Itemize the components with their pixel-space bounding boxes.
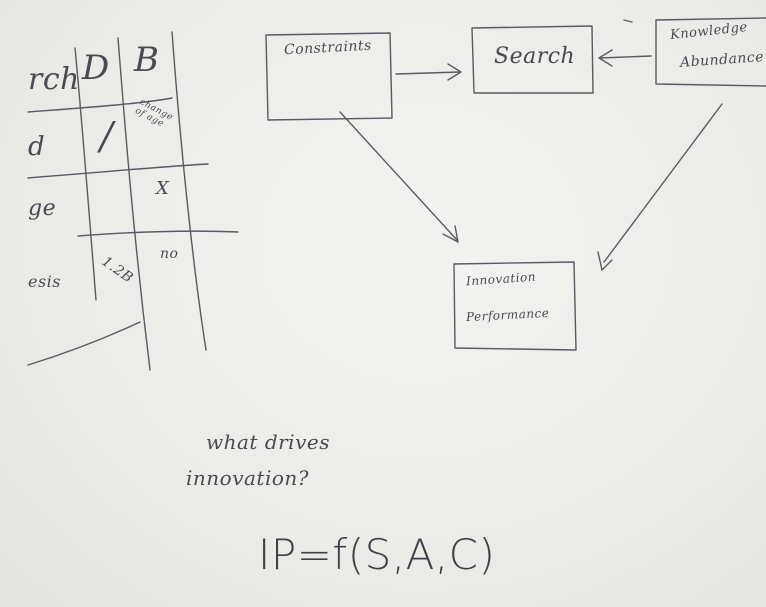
table-header-d: D (82, 48, 110, 88)
table-line-diag (27, 321, 141, 366)
table-row1-label: d (28, 132, 46, 162)
table-line-v1 (74, 47, 97, 301)
arrow-knowledge-search (599, 55, 652, 59)
question-line2: innovation? (186, 466, 309, 490)
table-row2-label: ge (28, 196, 57, 221)
table-header-b: B (134, 40, 160, 80)
arrow-constraints-search (395, 71, 461, 75)
table-row3-b: no (160, 246, 179, 262)
table-grid (27, 31, 239, 371)
arrow-constraints-performance-head (442, 225, 459, 243)
constraints-box (265, 32, 393, 121)
table-header-col1: rch (28, 62, 80, 97)
arrow-knowledge-search-head (598, 49, 613, 67)
table-line-h2 (27, 163, 209, 179)
arrow-constraints-performance (339, 111, 458, 241)
table-row1-d: / (100, 114, 114, 158)
table-line-v2 (117, 37, 151, 371)
arrow-knowledge-performance-head (597, 251, 613, 271)
table-line-h3 (77, 230, 239, 237)
performance-box (453, 261, 577, 351)
stray-mark (623, 19, 633, 23)
knowledge-box (655, 17, 766, 87)
question-line1: what drives (206, 430, 330, 454)
search-box (471, 25, 594, 94)
table-line-v3 (171, 31, 207, 351)
table-row2-b: X (156, 178, 170, 199)
formula: IP=f(S,A,C) (258, 530, 496, 579)
table-line-h1 (27, 97, 173, 113)
arrow-constraints-search-head (447, 63, 462, 81)
table-row3-label: esis (28, 272, 62, 291)
node-search: Search (494, 44, 576, 69)
arrow-knowledge-performance (603, 103, 723, 263)
